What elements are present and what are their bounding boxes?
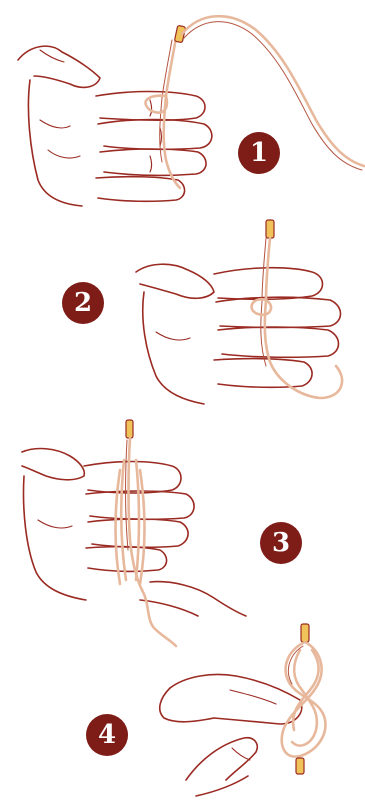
step-3-badge: 3 (260, 522, 302, 564)
step-2-badge: 2 (62, 282, 104, 324)
step-3-illustration (22, 420, 246, 646)
step-4-illustration (160, 624, 326, 796)
step-2-illustration (136, 220, 342, 404)
step-4-badge: 4 (86, 714, 128, 756)
step-1-badge: 1 (238, 132, 280, 174)
step-1-illustration (18, 16, 364, 206)
